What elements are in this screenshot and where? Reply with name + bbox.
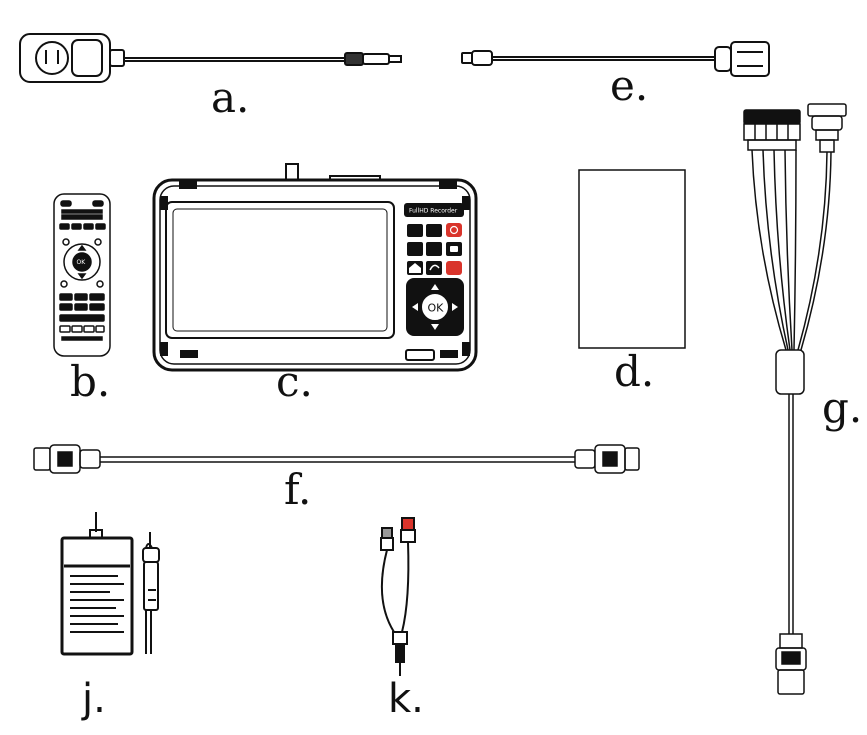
record-button <box>446 261 462 275</box>
recorder-buttons <box>406 223 464 336</box>
item-f-label: f. <box>284 465 311 514</box>
hdmi-cable <box>33 444 640 474</box>
power-button <box>446 223 462 237</box>
item-e-label: e. <box>610 61 648 110</box>
item-a-label: a. <box>211 73 249 122</box>
item-d-label: d. <box>614 347 654 396</box>
item-b-label: b. <box>70 357 110 406</box>
item-g-label: g. <box>822 383 862 432</box>
back-icon <box>426 261 442 275</box>
recorder-brand-plate <box>404 203 464 217</box>
item-k-label: k. <box>388 676 424 722</box>
usb-cable <box>461 41 770 77</box>
ir-receiver <box>60 512 160 656</box>
remote-control <box>53 193 111 357</box>
remote-ok-label: OK <box>77 259 87 266</box>
rca-audio-cable <box>380 517 416 676</box>
user-manual <box>578 169 686 349</box>
recorder-brand-text: FullHD Recorder <box>409 208 458 215</box>
item-c-label: c. <box>276 357 313 406</box>
breakout-cable <box>743 103 847 695</box>
power-adapter <box>19 33 402 83</box>
recorder-device <box>152 163 478 372</box>
item-j-label: j. <box>81 676 106 722</box>
recorder-ok-label: OK <box>428 302 445 315</box>
